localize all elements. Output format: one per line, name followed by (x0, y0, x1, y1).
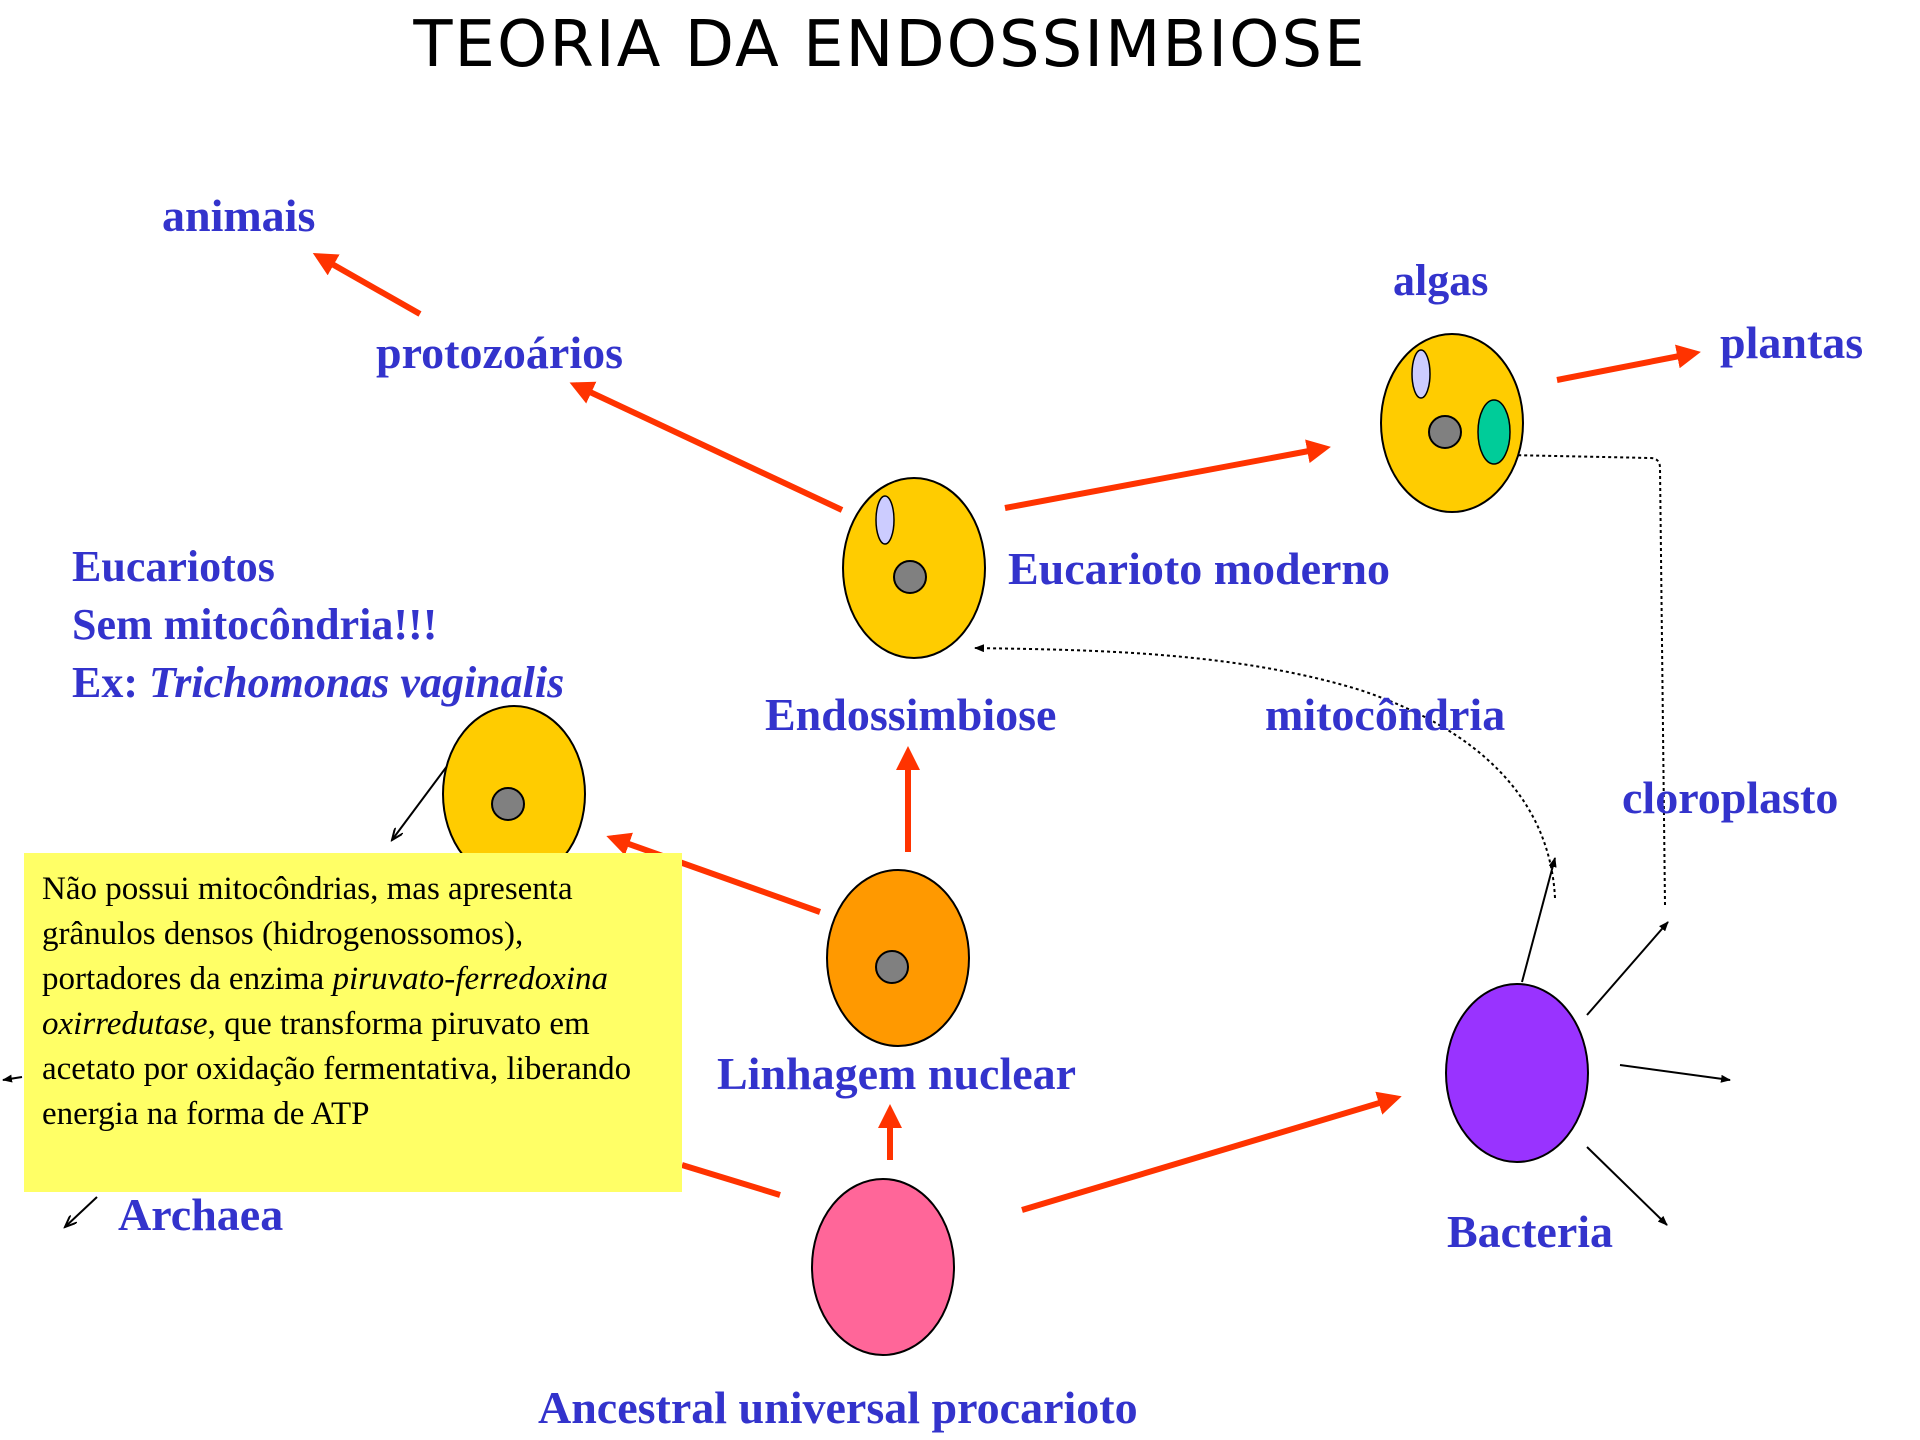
path-mitochondrion-dotted (974, 644, 1556, 899)
callout-enzyme-name: piruvato-ferredoxina oxirredutase (42, 961, 609, 1042)
nucleus (893, 560, 927, 594)
arrow-protozoa-to-animals (312, 253, 422, 317)
amitochondriate-note: Eucariotos Sem mitocôndria!!! Ex: Tricho… (72, 538, 564, 712)
label-endossimbiose: Endossimbiose (765, 689, 1057, 740)
arrow-algae-to-plants (1556, 344, 1701, 383)
label-eucarioto-moderno: Eucarioto moderno (1008, 543, 1391, 594)
arrow-ancestor-to-bacteria (1021, 1091, 1402, 1213)
cell-bacteria (1445, 983, 1589, 1163)
note-line-3: Ex: Trichomonas vaginalis (72, 654, 564, 712)
label-protozoarios: protozoários (376, 327, 624, 378)
label-algas: algas (1393, 256, 1489, 305)
arrow-nuclear-to-amitochondriate (606, 832, 822, 915)
label-ancestral: Ancestral universal procarioto (538, 1382, 1138, 1433)
label-archaea: Archaea (118, 1189, 284, 1240)
arrow-bacteria-right (1619, 1064, 1731, 1083)
chloroplast-organelle (1477, 399, 1511, 465)
arrow-ancestor-to-archaea (681, 1162, 781, 1198)
callout-text-part1: Não possui mitocôndrias, mas apresenta g… (42, 871, 573, 997)
label-animais: animais (162, 190, 316, 241)
label-plantas: plantas (1720, 317, 1864, 368)
note-line-1: Eucariotos (72, 542, 275, 591)
nucleus (875, 950, 909, 984)
path-chloroplast-dotted (1507, 451, 1666, 906)
arrow-left-stub (2, 1074, 23, 1083)
label-mitocondria: mitocôndria (1265, 689, 1506, 740)
cell-modern-eukaryote (842, 477, 986, 659)
mitochondrion-organelle (875, 495, 895, 545)
cell-universal-ancestor (811, 1178, 955, 1356)
arrow-archaea-down (65, 1196, 98, 1227)
arrow-bacteria-downright (1586, 1146, 1668, 1226)
label-bacteria: Bacteria (1447, 1206, 1614, 1257)
cell-nuclear-lineage (826, 869, 970, 1047)
label-cloroplasto: cloroplasto (1622, 772, 1839, 823)
note-example-prefix: Ex: (72, 658, 149, 707)
arrow-bacteria-upright (1586, 921, 1669, 1016)
cell-amitochondriate-eukaryote (442, 705, 586, 883)
page-title: TEORIA DA ENDOSSIMBIOSE (413, 8, 1367, 82)
note-line-2: Sem mitocôndria!!! (72, 600, 438, 649)
label-linhagem-nuclear: Linhagem nuclear (717, 1048, 1077, 1099)
callout-text-part2: , que transforma piruvato em acetato por… (42, 1006, 632, 1132)
arrow-eukaryote-to-algae (1004, 439, 1331, 511)
arrow-bacteria-up (1521, 857, 1557, 983)
note-species-name: Trichomonas vaginalis (149, 658, 565, 707)
cell-algae (1380, 333, 1524, 513)
nucleus (1428, 415, 1462, 449)
nucleus (491, 787, 525, 821)
mitochondrion-organelle (1411, 349, 1431, 399)
callout-box: Não possui mitocôndrias, mas apresenta g… (24, 853, 682, 1192)
arrow-eukaryote-to-protozoa (569, 381, 844, 513)
